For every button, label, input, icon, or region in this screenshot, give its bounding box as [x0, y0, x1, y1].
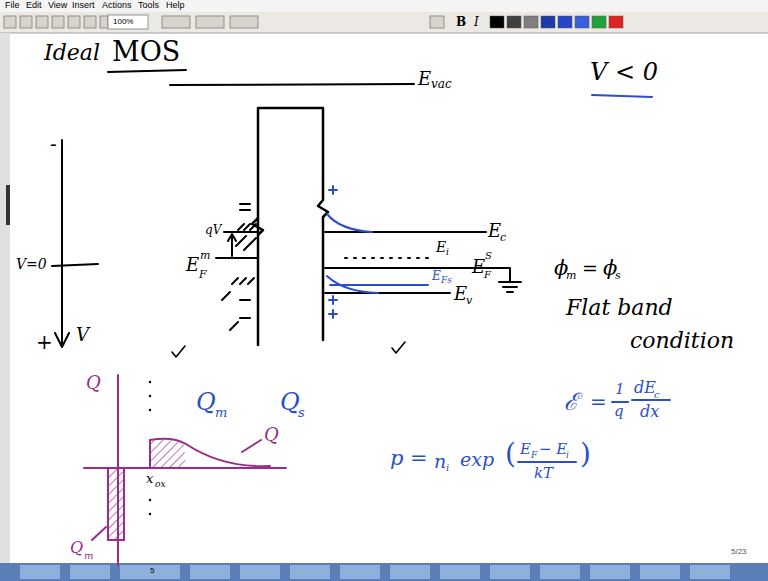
menu-item: File	[5, 1, 20, 10]
energy-symbol: E	[488, 222, 501, 240]
energy-symbol: E	[186, 256, 199, 274]
formula-part: − E	[539, 442, 567, 457]
energy-shift-label: qV	[205, 224, 221, 236]
fraction-part: q	[614, 404, 624, 419]
subscript: s	[615, 270, 621, 281]
menu-item: Help	[166, 1, 185, 10]
subscript: Fs	[441, 276, 452, 285]
fraction-part: dx	[640, 404, 659, 420]
subscript: m	[215, 406, 227, 419]
axis-label: Q	[86, 374, 101, 392]
energy-symbol: E	[432, 270, 441, 282]
fraction-part: 1	[615, 382, 625, 397]
voltage-symbol: V	[76, 326, 89, 344]
field-symbol: ℰ	[564, 390, 578, 414]
subscript: F	[199, 269, 207, 280]
curve-label: Q	[264, 426, 279, 444]
menu-item: Actions	[102, 1, 132, 10]
subscript: s	[298, 406, 305, 419]
subscript: i	[446, 248, 449, 257]
menu-item: Tools	[138, 1, 159, 10]
formula-part: exp	[460, 450, 494, 469]
subscript: m	[84, 551, 93, 561]
equals-sign: =	[590, 392, 607, 412]
menu-item: Edit	[26, 1, 42, 10]
condition-text: Flat band	[566, 297, 673, 319]
subscript: F	[531, 451, 537, 460]
tab-number: 5	[150, 567, 154, 575]
zoom-level: 100%	[113, 18, 133, 26]
formula-part: p =	[390, 448, 428, 469]
bracket: )	[580, 440, 591, 468]
formula-part: E	[520, 442, 531, 457]
formula-part: n	[434, 452, 446, 471]
superscript: S	[485, 251, 492, 261]
subscript: m	[566, 270, 576, 281]
formula-part: kT	[534, 466, 553, 481]
heading-word: Ideal	[44, 42, 100, 64]
energy-symbol: E	[472, 258, 485, 276]
page-number: 5/23	[731, 548, 747, 556]
superscript: m	[200, 250, 210, 261]
charge-symbol: Q	[196, 390, 216, 414]
subscript: i	[566, 451, 569, 460]
subscript: ox	[155, 480, 166, 489]
menu-item: View	[48, 1, 67, 10]
position-label: x	[146, 472, 153, 485]
charge-symbol: Q	[280, 390, 300, 414]
menu-item: Insert	[72, 1, 95, 10]
bracket: (	[505, 440, 516, 468]
subscript: c	[654, 390, 660, 400]
fraction-part: dE	[634, 380, 656, 396]
polarity-sign: +	[36, 332, 53, 352]
energy-symbol: E	[418, 70, 431, 88]
bias-condition: V < 0	[590, 60, 658, 84]
bold-button: B	[456, 16, 466, 28]
subscript: c	[500, 232, 506, 243]
subscript: i	[446, 463, 449, 473]
energy-symbol: E	[454, 285, 467, 303]
reference-label: V=0	[16, 257, 47, 271]
condition-text: condition	[630, 330, 734, 352]
energy-symbol: E	[436, 240, 446, 254]
equals-sign: =	[582, 259, 598, 278]
charge-label: Q	[70, 540, 83, 556]
subscript: F	[484, 270, 491, 280]
polarity-sign: -	[50, 134, 57, 154]
heading-word: MOS	[112, 38, 180, 65]
italic-button: I	[474, 16, 479, 28]
subscript: v	[466, 295, 472, 306]
subscript: vac	[431, 78, 452, 90]
